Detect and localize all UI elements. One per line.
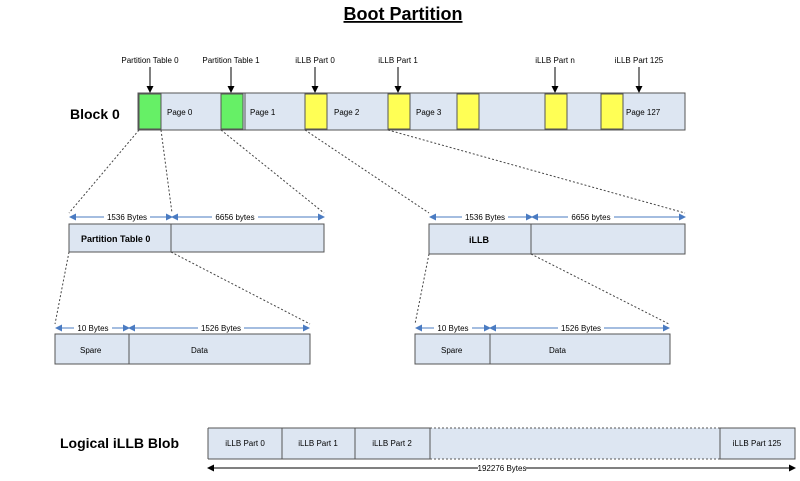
dimension-label-bg [558,323,604,333]
expansion-line [304,129,430,214]
illb-spare-data: 10 Bytes 1526 Bytes Spare Data [414,323,671,365]
partition-table-1-cell [220,93,244,130]
marker-partition-table-0: Partition Table 0 [121,56,179,65]
illb-spare-label: Spare [441,346,463,355]
blob-part-2: iLLB Part 2 [372,439,412,448]
expansion-line [387,129,686,214]
blob-part-125: iLLB Part 125 [733,439,782,448]
pt-spare-data: 10 Bytes 1526 Bytes Spare Data [54,323,311,365]
marker-illb-part-125: iLLB Part 125 [615,56,664,65]
blob-last-part [719,427,796,460]
dimension-label-bg [104,212,150,222]
illb-part-n-cell [544,93,568,130]
illb-data-label: Data [549,346,566,355]
illb-spare-size: 10 Bytes [437,324,468,333]
pt-spare-data-box [54,333,311,365]
illb-part-1-cell [387,93,411,130]
pt-data-label: Data [191,346,208,355]
page-0-label: Page 0 [167,108,193,117]
blob-total-size: 192276 Bytes [478,464,527,473]
expansion-lines-2 [54,251,670,325]
pt-size-right: 6656 bytes [215,213,254,222]
blob-bar: iLLB Part 0 iLLB Part 1 iLLB Part 2 iLLB… [207,427,796,460]
diagram-title: Boot Partition [344,4,463,24]
block-label: Block 0 [70,106,120,122]
illb-data-size: 1526 Bytes [561,324,601,333]
expansion-line [68,129,140,214]
dimension-label-bg [212,212,258,222]
page-1-label: Page 1 [250,108,276,117]
pt-label: Partition Table 0 [81,234,150,244]
illb-part-125-cell [600,93,624,130]
marker-illb-part-n: iLLB Part n [535,56,575,65]
marker-illb-part-1: iLLB Part 1 [378,56,418,65]
illb-size-right: 6656 bytes [571,213,610,222]
illb-label: iLLB [469,235,489,245]
expansion-line [160,129,173,214]
blob-part-0: iLLB Part 0 [225,439,265,448]
blob-bar-fill [208,428,795,459]
block-bar: Page 0 Page 1 Page 2 Page 3 Page 127 [137,92,686,131]
illb-spare-data-box [414,333,671,365]
partition-table-0-cell [138,93,162,130]
pt-data-size: 1526 Bytes [201,324,241,333]
marker-illb-part-0: iLLB Part 0 [295,56,335,65]
expansion-line [170,251,311,325]
expansion-lines [68,129,686,214]
dimension-label-bg [568,212,614,222]
illb-size-left: 1536 Bytes [465,213,505,222]
pt-box [68,223,325,253]
pt-size-left: 1536 Bytes [107,213,147,222]
expansion-line [220,129,325,214]
pt-spare-size: 10 Bytes [77,324,108,333]
page-127-label: Page 127 [626,108,661,117]
illb-page: 1536 Bytes 6656 bytes iLLB [428,212,686,255]
dimension-label-bg [462,212,508,222]
dimension-label-bg [74,323,112,333]
dimension-label-bg [434,323,472,333]
partition-table-page: 1536 Bytes 6656 bytes Partition Table 0 [68,212,325,253]
illb-part-cell [456,93,480,130]
marker-partition-table-1: Partition Table 1 [202,56,260,65]
illb-part-0-cell [304,93,328,130]
blob-part-1: iLLB Part 1 [298,439,338,448]
dimension-label-bg [198,323,244,333]
pt-spare-label: Spare [80,346,102,355]
expansion-line [414,253,430,325]
expansion-line [530,253,670,325]
page-2-label: Page 2 [334,108,360,117]
expansion-line [54,251,70,325]
page-3-label: Page 3 [416,108,442,117]
blob-label: Logical iLLB Blob [60,435,179,451]
dimension-label-bg [478,463,526,473]
illb-box [428,223,686,255]
block-markers: Partition Table 0 Partition Table 1 iLLB… [121,56,664,93]
